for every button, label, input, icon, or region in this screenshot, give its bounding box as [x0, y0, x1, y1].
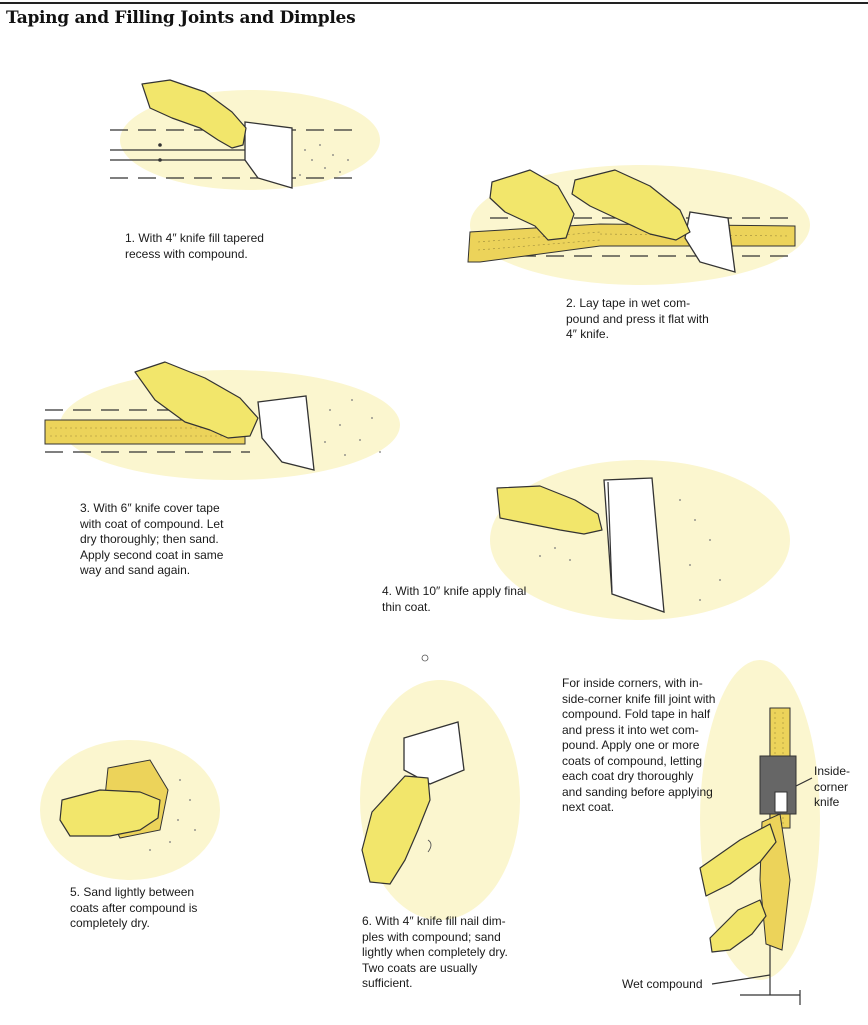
top-rule [0, 2, 868, 4]
illustration-step-1 [110, 79, 380, 190]
illustration-step-5 [40, 740, 220, 880]
illustration-step-4 [490, 460, 790, 620]
illustration-step-6 [360, 654, 520, 920]
page-title: Taping and Filling Joints and Dimples [6, 8, 356, 28]
illustration-inside-corner [699, 660, 820, 1005]
illustration-step-2 [467, 165, 810, 285]
inside-corner-knife-label: Inside- corner knife [814, 764, 851, 809]
step-4-caption: 4. With 10″ knife apply final thin coat. [382, 584, 527, 614]
step-6-caption: 6. With 4″ knife fill nail dim- ples wit… [362, 914, 508, 990]
step-2-caption: 2. Lay tape in wet com- pound and press … [566, 296, 709, 341]
step-5-caption: 5. Sand lightly between coats after comp… [70, 885, 198, 930]
step-3-caption: 3. With 6″ knife cover tape with coat of… [80, 501, 224, 577]
step-1-caption: 1. With 4″ knife fill tapered recess wit… [125, 231, 264, 261]
wet-compound-label: Wet compound [622, 977, 703, 991]
inside-corner-caption: For inside corners, with in- side-corner… [562, 676, 716, 814]
illustration-step-3 [44, 361, 400, 480]
